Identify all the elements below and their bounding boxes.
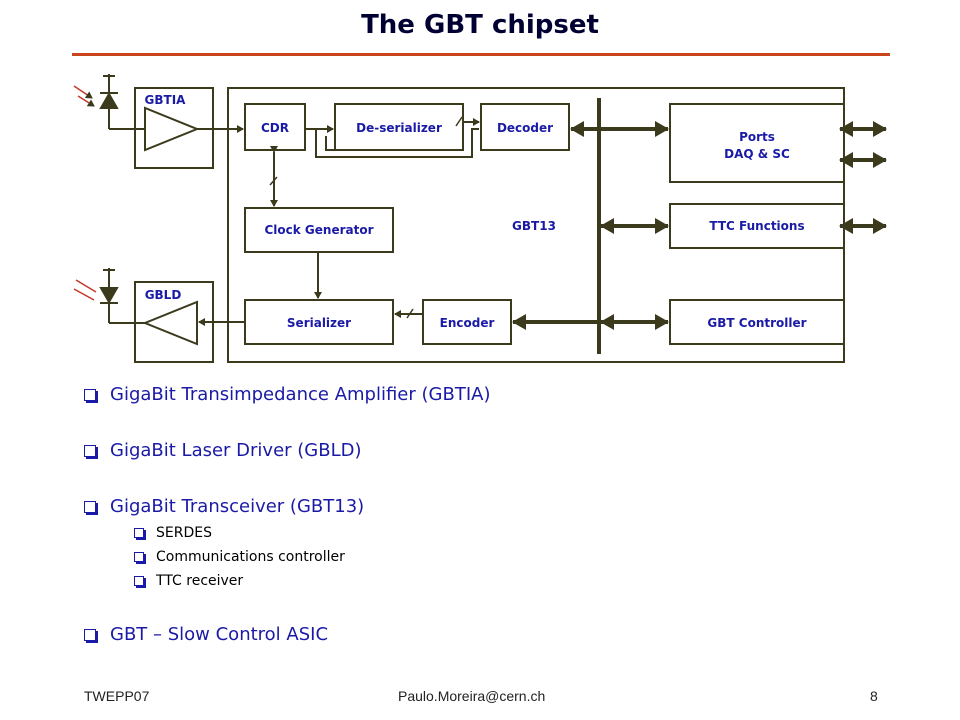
- bullet-box-icon: [84, 629, 98, 643]
- footer-left: TWEPP07: [84, 688, 150, 704]
- deserializer-block: [334, 103, 464, 151]
- title-divider: [72, 53, 890, 56]
- bullet-text: GBT – Slow Control ASIC: [110, 624, 329, 645]
- bullet-box-icon: [134, 528, 146, 540]
- gbt-controller-block: [669, 299, 845, 345]
- sub-bullet-serdes: SERDES: [134, 525, 212, 541]
- gbt-controller-label: GBT Controller: [707, 316, 806, 330]
- bullet-box-icon: [84, 389, 98, 403]
- gbtia-amplifier: [144, 106, 200, 152]
- encoder-block: [422, 299, 512, 345]
- ports-block: [669, 103, 845, 183]
- bullet-box-icon: [84, 445, 98, 459]
- bullet-slow-control: GBT – Slow Control ASIC: [84, 624, 328, 645]
- bullet-box-icon: [134, 552, 146, 564]
- bullet-gbt13: GigaBit Transceiver (GBT13): [84, 496, 364, 517]
- clock-generator-label: Clock Generator: [264, 223, 373, 237]
- footer-email: Paulo.Moreira@cern.ch: [398, 688, 546, 704]
- light-out-ray: [75, 279, 97, 293]
- page-number: 8: [870, 688, 878, 704]
- gbtia-label: GBTIA: [145, 93, 187, 107]
- deserializer-label: De-serializer: [356, 121, 442, 135]
- bullet-text: SERDES: [156, 525, 212, 541]
- bullet-gbtia: GigaBit Transimpedance Amplifier (GBTIA): [84, 384, 490, 405]
- ttc-functions-label: TTC Functions: [709, 219, 804, 233]
- decoder-label: Decoder: [497, 121, 553, 135]
- gbt-block-diagram: GBTIA GBLD CDR De-serializer Decoder Clo…: [73, 74, 887, 363]
- bullet-text: TTC receiver: [156, 573, 244, 589]
- bullet-text: GigaBit Laser Driver (GBLD): [110, 440, 362, 461]
- gbld-driver: [142, 300, 198, 346]
- bullet-text: GigaBit Transceiver (GBT13): [110, 496, 365, 517]
- photodiode-symbol: [99, 91, 119, 109]
- gbld-label: GBLD: [145, 288, 182, 302]
- slide-title: The GBT chipset: [361, 10, 599, 40]
- sub-bullet-ttc: TTC receiver: [134, 573, 243, 589]
- laser-diode-symbol: [99, 287, 119, 305]
- bullet-box-icon: [84, 501, 98, 515]
- cdr-label: CDR: [261, 121, 289, 135]
- bullet-text: GigaBit Transimpedance Amplifier (GBTIA): [110, 384, 491, 405]
- ports-label-line1: Ports: [739, 130, 775, 144]
- bullet-text: Communications controller: [156, 549, 345, 565]
- encoder-label: Encoder: [440, 316, 495, 330]
- serializer-label: Serializer: [287, 316, 351, 330]
- sub-bullet-comms: Communications controller: [134, 549, 345, 565]
- gbt13-label: GBT13: [512, 219, 556, 233]
- decoder-block: [480, 103, 570, 151]
- ports-label-line2: DAQ & SC: [724, 147, 790, 161]
- bullet-box-icon: [134, 576, 146, 588]
- bullet-gbld: GigaBit Laser Driver (GBLD): [84, 440, 362, 461]
- light-in-ray: [73, 85, 93, 99]
